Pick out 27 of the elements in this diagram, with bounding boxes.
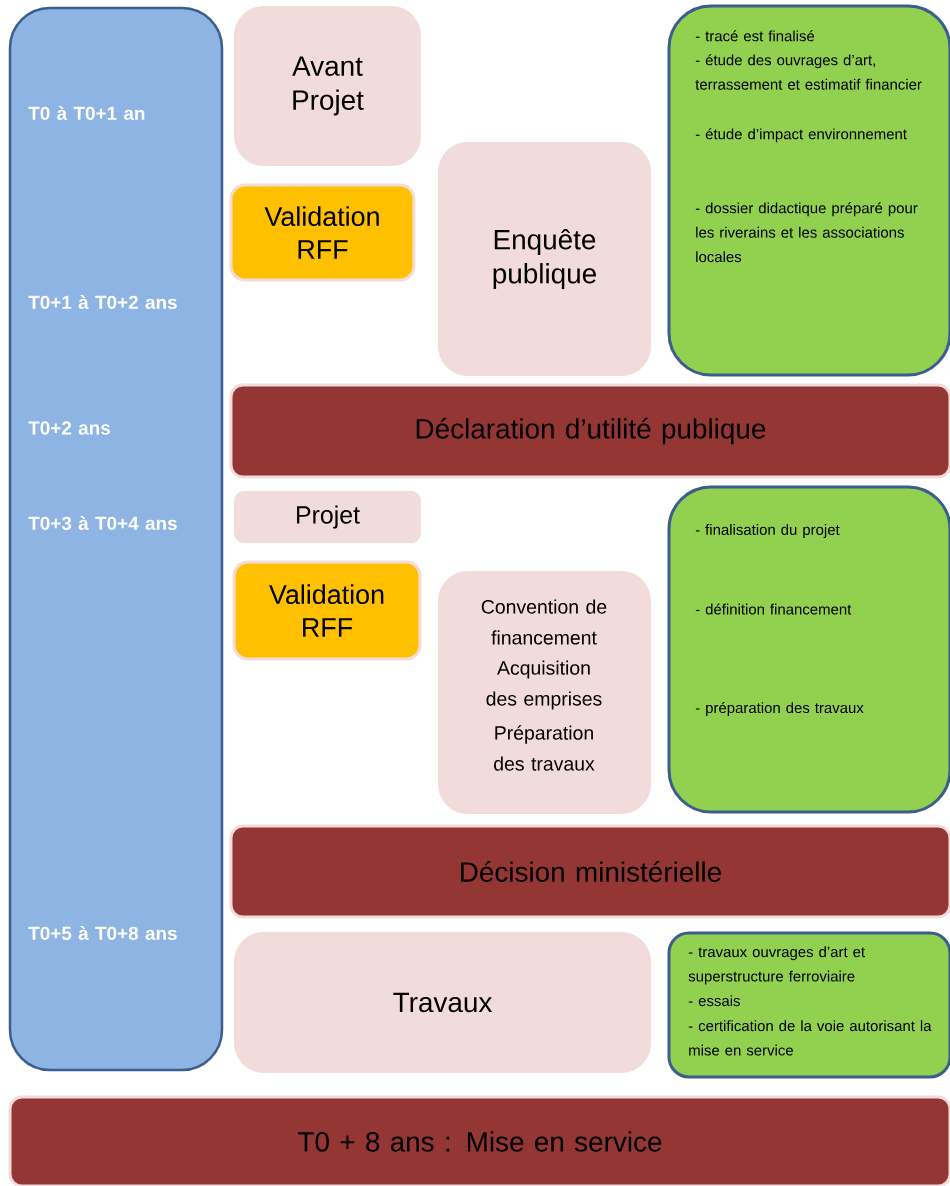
phase-text: Acquisition des emprises [486, 660, 602, 710]
bullet-text: - certification de la voie autorisant la mise en service [688, 1020, 932, 1056]
period-label: T0+5 à T0+8 ans [28, 926, 177, 941]
bullet-text: - travaux ouvrages d’art et superstructure ferroviaire [688, 946, 865, 985]
phase-box: Enquête publique [438, 142, 651, 376]
milestone-bar: Décision ministérielle [229, 824, 950, 919]
bullet-text: - tracé est finalisé [695, 30, 815, 42]
bullet-text: - étude des ouvrages d’art, terrassement et estimatif financier [695, 54, 922, 90]
bullet-text: - finalisation du projet [695, 524, 840, 538]
bullet-text: - essais [688, 995, 740, 1007]
bullet-text: - préparation des travaux [695, 701, 864, 717]
phase-box: Projet [234, 491, 421, 543]
period-label: T0 à T0+1 an [28, 106, 145, 121]
bullet-text: - définition financement [695, 603, 852, 615]
milestone-bar: T0 + 8 ans : Mise en service [8, 1095, 950, 1186]
period-label: T0+1 à T0+2 ans [28, 295, 177, 310]
bullet-text: - dossier didactique préparé pour les riverains et les associations locales [695, 202, 918, 263]
period-label: T0+3 à T0+4 ans [28, 515, 177, 531]
validation-box: Validation RFF [232, 560, 422, 661]
bullet-text: - étude d’impact environnement [695, 128, 907, 143]
validation-box: Validation RFF [229, 183, 416, 282]
phase-box: Avant Projet [234, 6, 421, 166]
phase-text: Convention de financement [481, 599, 607, 645]
phase-text: Préparation des travaux [494, 725, 595, 771]
phase-box: Travaux [234, 932, 651, 1073]
period-label: T0+2 ans [28, 421, 110, 435]
milestone-bar: Déclaration d’utilité publique [229, 383, 950, 479]
